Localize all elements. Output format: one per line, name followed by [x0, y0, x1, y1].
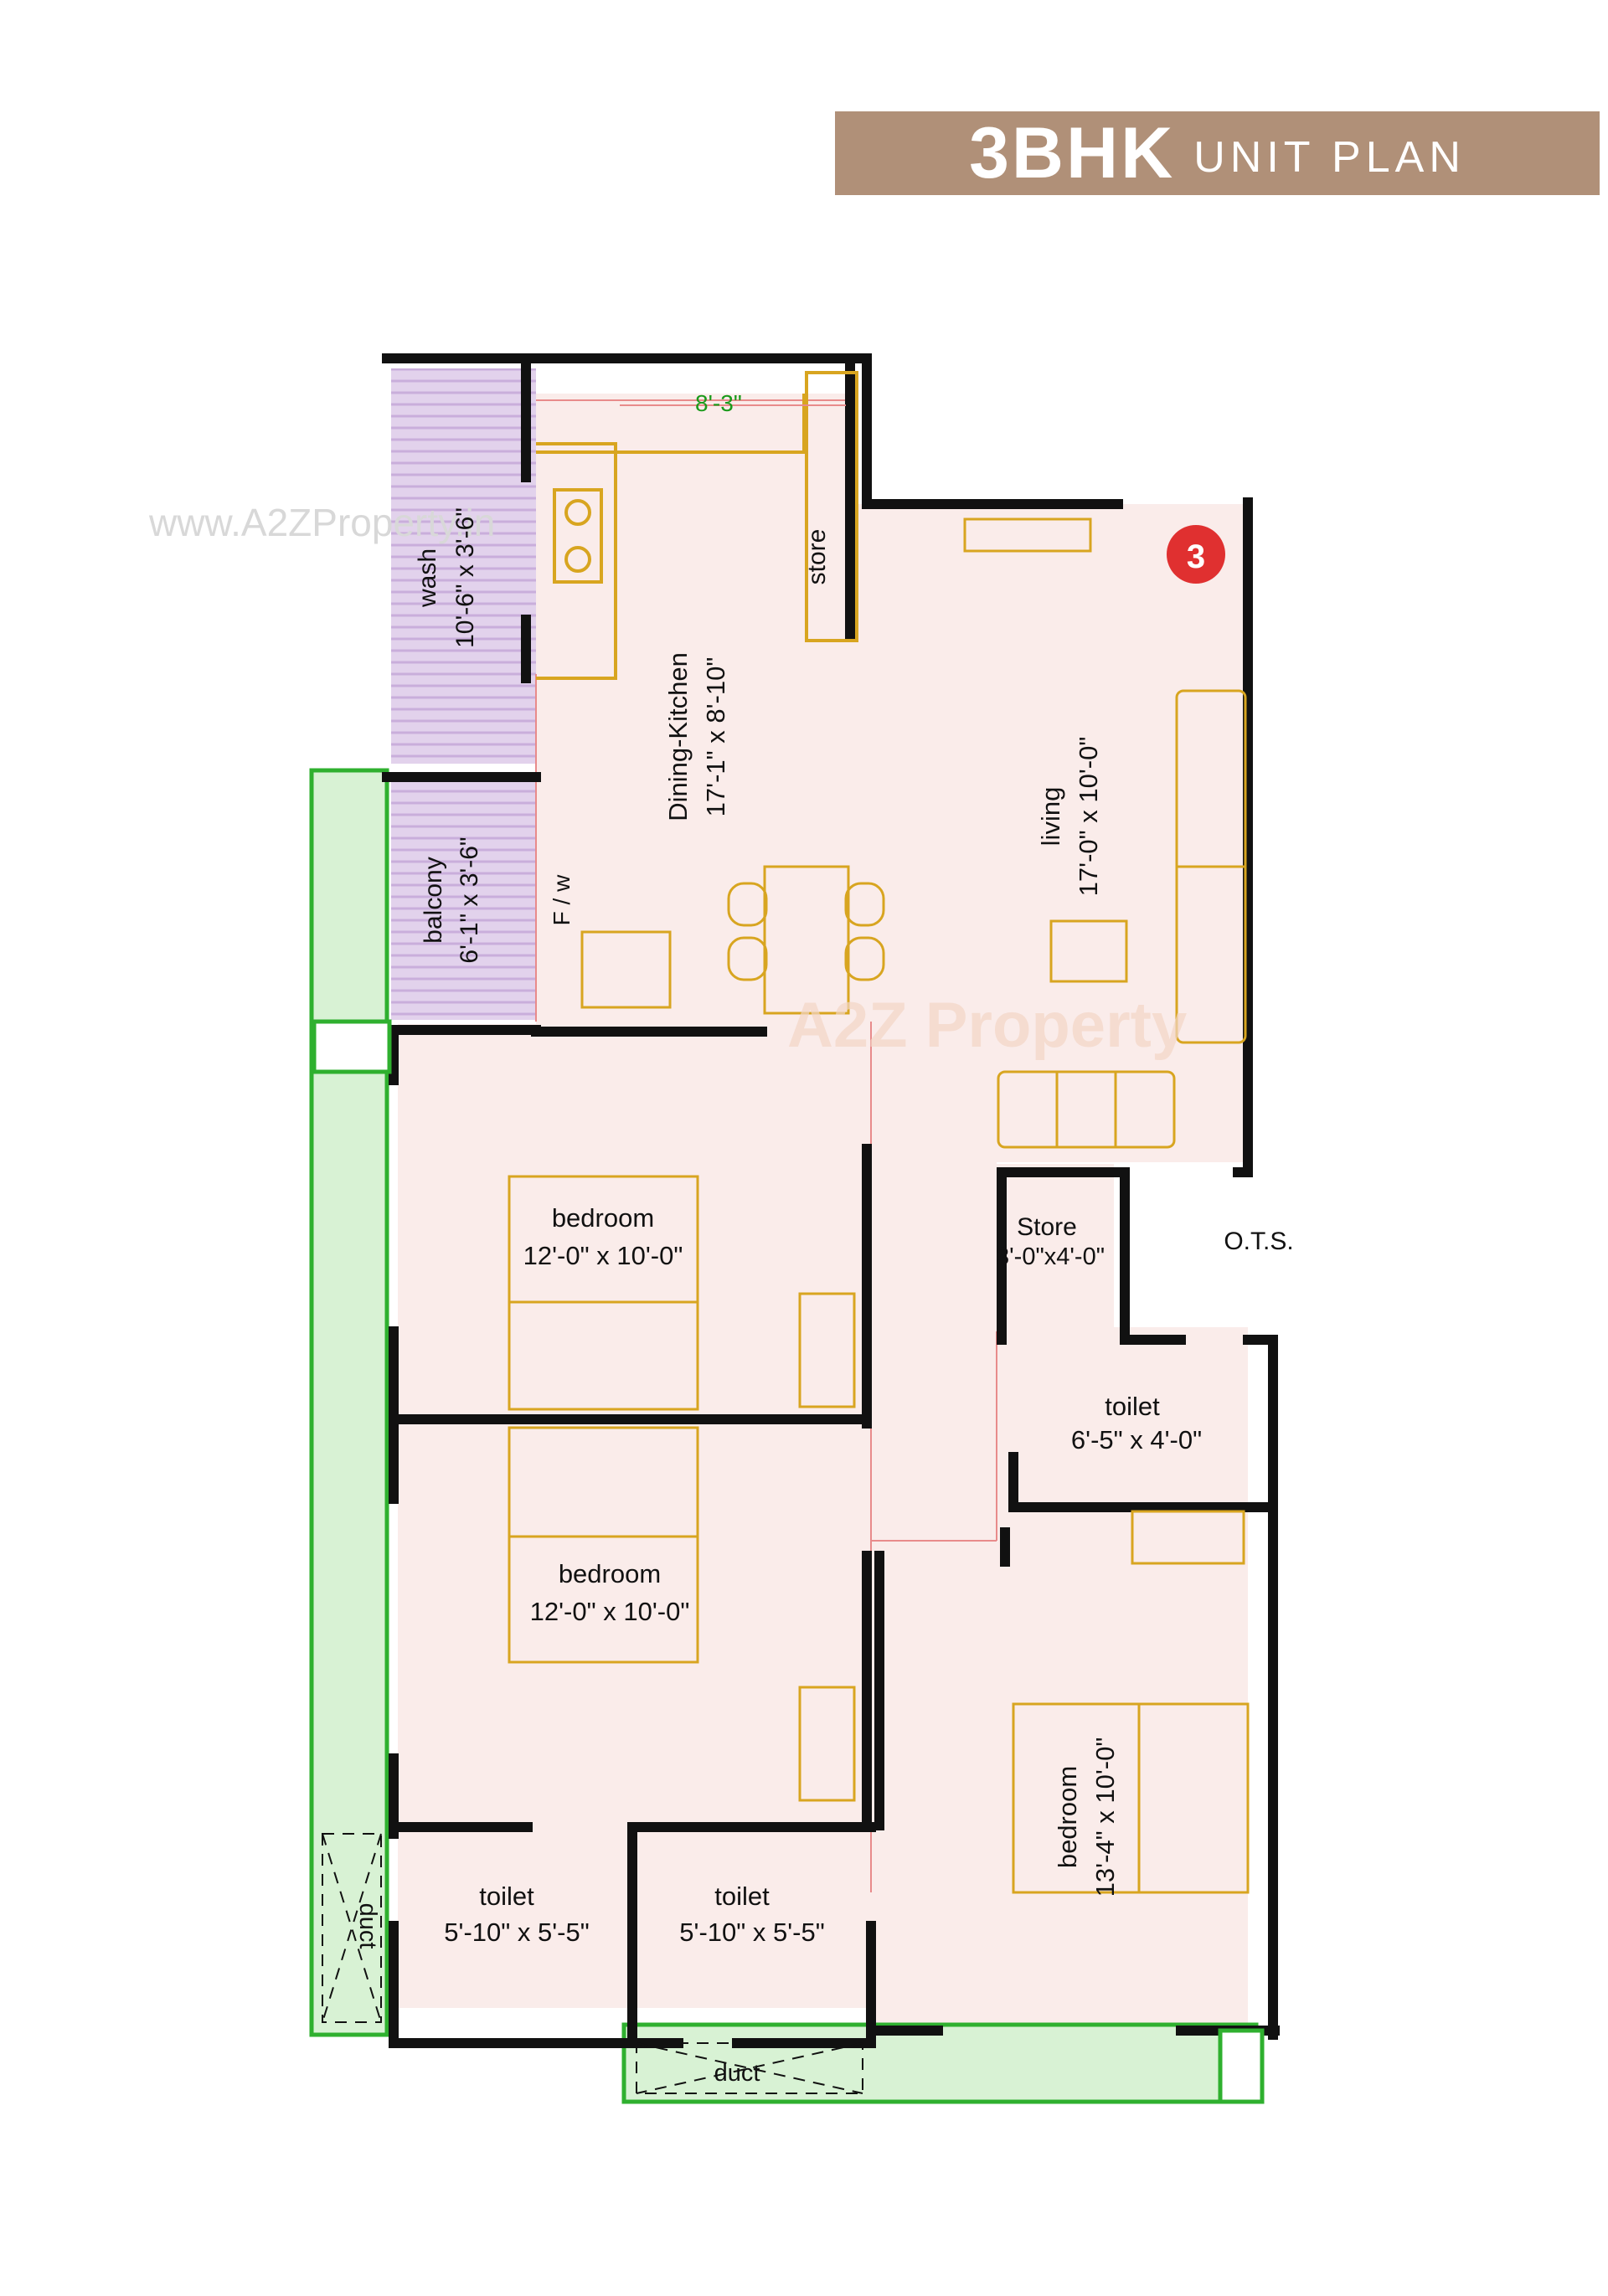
bedroom1-size: 12'-0" x 10'-0"	[523, 1241, 683, 1270]
wardrobe-2	[798, 1686, 856, 1802]
wall-right-bottom	[1243, 1335, 1278, 2040]
living-name: living	[1036, 787, 1065, 847]
balcony-area	[391, 782, 536, 1020]
sofa-short	[997, 1070, 1176, 1149]
wardrobe-3	[1131, 1510, 1245, 1565]
shafts	[312, 1019, 1265, 2104]
left-green-strip	[309, 768, 389, 2037]
room-labels: wash 10'-6" x 3'-6" store Dining-Kitchen…	[354, 507, 1294, 2087]
website-watermark: www.A2ZProperty.in	[148, 501, 495, 544]
stove-icon	[553, 488, 603, 584]
floor-areas	[309, 368, 1259, 2104]
counter-outline	[536, 394, 806, 454]
kitchen-dimension: 8'-3"	[620, 390, 846, 416]
toilet1-size: 6'-5" x 4'-0"	[1071, 1425, 1202, 1454]
ots-label: O.T.S.	[1224, 1228, 1293, 1255]
wall-bedroom1-top	[389, 1025, 541, 1085]
dining-chair	[844, 936, 885, 981]
bedroom-furniture	[508, 1175, 1250, 1894]
kitchen-width-label: 8'-3"	[695, 390, 742, 416]
balcony-name: balcony	[420, 857, 447, 943]
dining-chair	[844, 882, 885, 927]
living-size: 17'-0" x 10'-0"	[1074, 737, 1103, 897]
fw-label: F / w	[549, 874, 575, 925]
bedroom2-name: bedroom	[559, 1559, 661, 1588]
coffee-table	[1049, 919, 1128, 983]
dining-kitchen-size: 17'-1" x 8'-10"	[701, 657, 730, 817]
dining-chair	[727, 882, 768, 927]
shaft-right	[1218, 2028, 1265, 2104]
living-furniture	[963, 517, 1247, 1149]
plan-title-banner: 3BHK UNIT PLAN	[835, 111, 1600, 195]
wash-name: wash	[414, 548, 441, 608]
bedroom2-size: 12'-0" x 10'-0"	[530, 1597, 690, 1626]
wall-top	[382, 353, 1123, 509]
counter-inner	[536, 442, 617, 680]
duct-bottom-box	[636, 2042, 863, 2094]
plan-title-label: UNIT PLAN	[1193, 133, 1466, 182]
dining-furniture	[580, 865, 885, 1015]
toilet3-name: toilet	[714, 1882, 770, 1911]
duct-left-label: duct	[354, 1903, 381, 1949]
burner-icon	[564, 499, 591, 526]
duct-cross	[322, 1833, 382, 2023]
badge-circle	[1167, 525, 1225, 584]
wall-store-mid	[997, 1167, 1186, 1345]
wash-size: 10'-6" x 3'-6"	[451, 507, 479, 648]
brand-watermark: A2Z Property	[787, 990, 1187, 1061]
shaft-left	[312, 1019, 392, 1074]
toilet1-name: toilet	[1105, 1392, 1160, 1421]
kitchen-counter	[536, 371, 858, 680]
duct-left-box	[322, 1833, 382, 2023]
unit-number-badge: 3	[1167, 525, 1225, 584]
main-floor	[398, 394, 1248, 2025]
dining-table	[763, 865, 850, 1015]
bedroom1-name: bedroom	[552, 1203, 654, 1233]
bedroom3-name: bedroom	[1053, 1766, 1082, 1868]
burner-icon	[564, 546, 591, 573]
tv-unit	[963, 517, 1092, 553]
walls	[382, 353, 1280, 2048]
badge-number: 3	[1187, 538, 1205, 575]
wardrobe-1	[798, 1292, 856, 1408]
dining-chair	[727, 936, 768, 981]
balcony-size: 6'-1" x 3'-6"	[456, 837, 483, 963]
plan-title-type: 3BHK	[969, 113, 1176, 193]
duct-cross	[322, 1833, 382, 2023]
bed-1	[508, 1175, 699, 1411]
bedroom3-size: 13'-4" x 10'-0"	[1090, 1737, 1120, 1897]
store-top-name: store	[803, 529, 831, 585]
store-cupboard	[805, 371, 858, 642]
ducts	[322, 1833, 863, 2094]
toilet2-name: toilet	[479, 1882, 534, 1911]
bed-3	[1012, 1702, 1250, 1894]
bed-2	[508, 1426, 699, 1664]
wall-right-top	[1233, 497, 1253, 1177]
fridge	[580, 930, 672, 1009]
dining-kitchen-name: Dining-Kitchen	[663, 652, 693, 821]
duct-bottom-label: duct	[714, 2060, 760, 2087]
toilet3-size: 5'-10" x 5'-5"	[679, 1918, 824, 1947]
store-mid-size: 3'-0"x4'-0"	[996, 1243, 1105, 1270]
store-mid-area	[997, 1164, 1114, 1331]
store-mid-name: Store	[1017, 1213, 1077, 1241]
wash-area	[391, 368, 536, 764]
toilet2-size: 5'-10" x 5'-5"	[444, 1918, 589, 1947]
